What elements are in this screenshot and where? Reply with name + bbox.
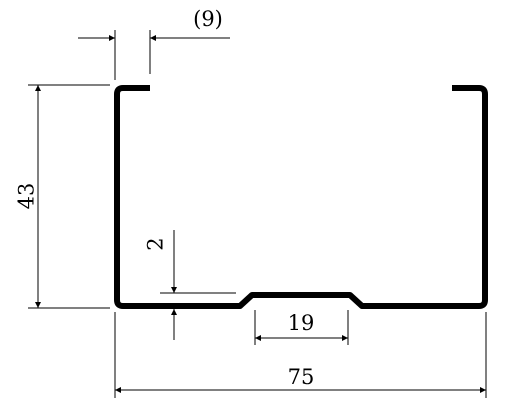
thickness-dimension: 2 — [144, 230, 236, 340]
lip-dimension: (9) — [78, 7, 230, 80]
width-dimension-label: 75 — [288, 365, 315, 389]
groove-dimension-label: 19 — [288, 311, 315, 335]
height-dimension-label: 43 — [15, 183, 39, 210]
groove-dimension: 19 — [254, 310, 349, 345]
lip-dimension-label: (9) — [193, 7, 223, 31]
width-dimension: 75 — [114, 312, 487, 398]
thickness-dimension-label: 2 — [144, 237, 168, 250]
height-dimension: 43 — [15, 84, 110, 309]
channel-profile — [114, 85, 488, 309]
